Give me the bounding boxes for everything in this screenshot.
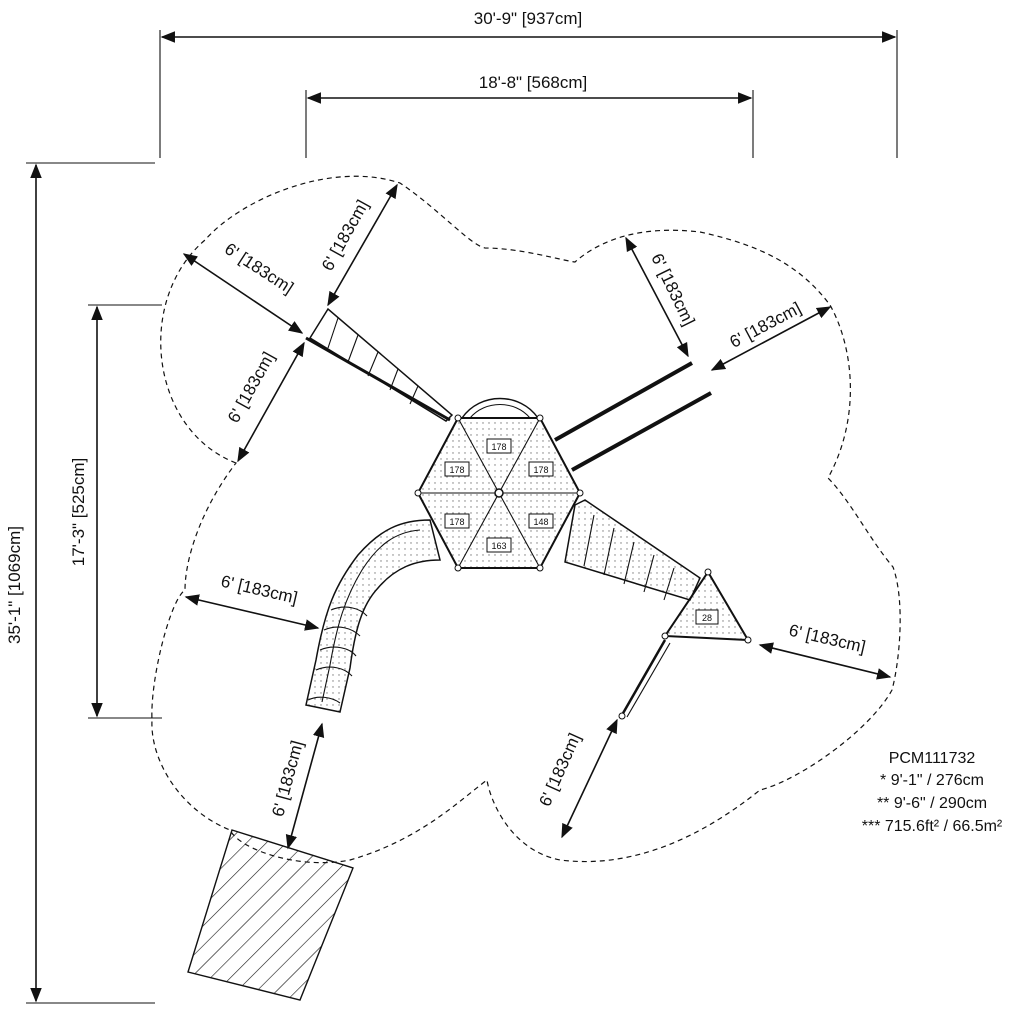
- clearance-label-4: 6' [183cm]: [647, 250, 698, 328]
- overall-width-label: 30'-9" [937cm]: [474, 9, 583, 28]
- platform-height: 28: [702, 613, 712, 623]
- clearance-label-2: 6' [183cm]: [221, 239, 297, 297]
- model-notes: PCM111732 * 9'-1" / 276cm ** 9'-6" / 290…: [862, 750, 1003, 835]
- hexagonal-deck: 178 178 178 178 148 163: [414, 397, 584, 572]
- clearance-label-9: 6' [183cm]: [535, 730, 584, 809]
- monkey-rails: [554, 361, 712, 472]
- clearance-label-3: 6' [183cm]: [224, 349, 278, 426]
- note-line-2: ** 9'-6" / 290cm: [877, 795, 987, 812]
- clearance-label-7: 6' [183cm]: [787, 621, 867, 657]
- hatched-zone: [187, 829, 354, 1001]
- clearance-label-8: 6' [183cm]: [268, 738, 307, 818]
- inner-width-label: 18'-8" [568cm]: [479, 73, 588, 92]
- clearance-label-1: 6' [183cm]: [318, 197, 372, 274]
- deck-height-1: 178: [491, 442, 506, 452]
- model-number: PCM111732: [889, 750, 976, 767]
- deck-height-3: 178: [533, 465, 548, 475]
- note-line-1: * 9'-1" / 276cm: [880, 772, 984, 789]
- climbing-ladder: [305, 307, 454, 422]
- inner-length-label: 17'-3" [525cm]: [69, 458, 88, 567]
- triangle-platform: 28: [661, 568, 752, 644]
- bridge-walkway: [564, 499, 701, 601]
- deck-height-6: 163: [491, 541, 506, 551]
- overall-length-dimension: 35'-1" [1069cm]: [5, 162, 155, 1004]
- curved-slide: [305, 519, 441, 713]
- rope-ladder: [618, 639, 671, 720]
- overall-length-label: 35'-1" [1069cm]: [5, 526, 24, 644]
- note-line-3: *** 715.6ft² / 66.5m²: [862, 818, 1003, 835]
- clearance-label-5: 6' [183cm]: [727, 298, 805, 351]
- deck-height-2: 178: [449, 465, 464, 475]
- inner-width-dimension: 18'-8" [568cm]: [305, 73, 754, 158]
- inner-length-dimension: 17'-3" [525cm]: [69, 304, 162, 719]
- safety-zone-outline: [151, 175, 901, 864]
- deck-height-5: 148: [533, 517, 548, 527]
- deck-height-4: 178: [449, 517, 464, 527]
- clearance-label-6: 6' [183cm]: [219, 572, 299, 608]
- overall-width-dimension: 30'-9" [937cm]: [159, 9, 898, 158]
